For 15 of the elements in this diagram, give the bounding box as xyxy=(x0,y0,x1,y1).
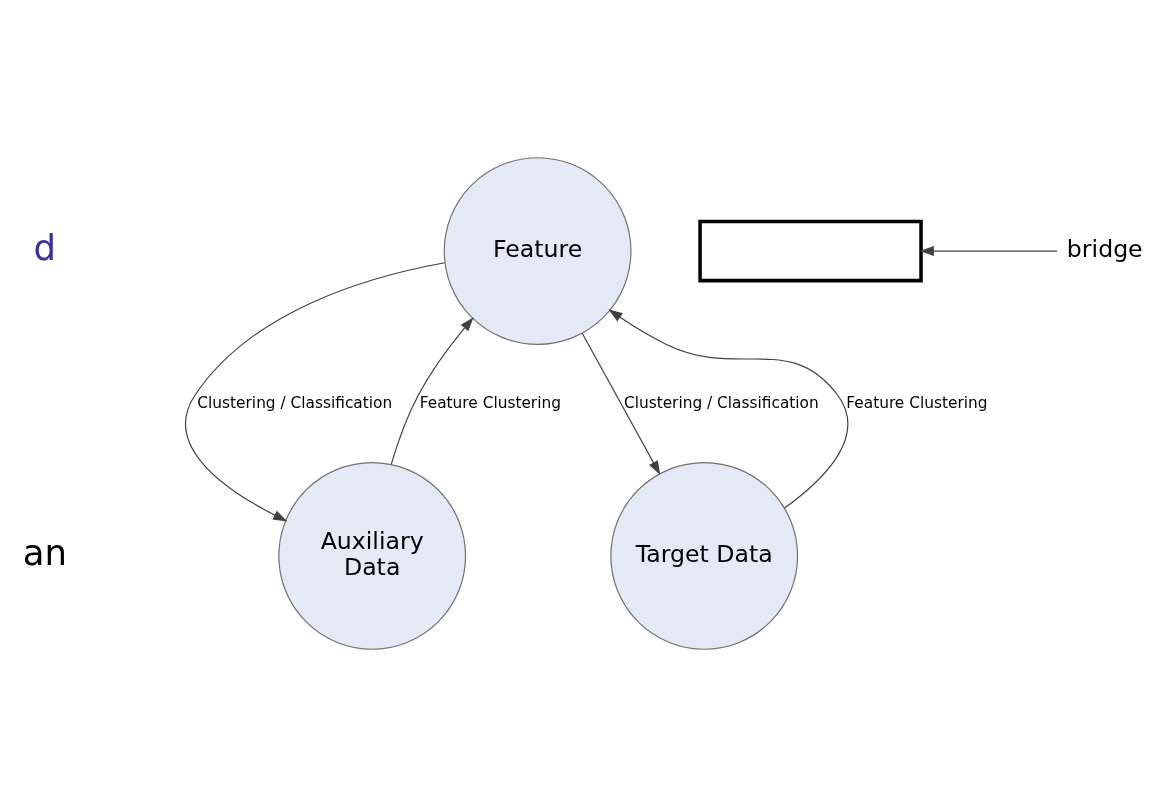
arrow xyxy=(919,245,1058,256)
edge-label: Feature Clustering xyxy=(419,393,561,412)
arrow xyxy=(581,332,661,475)
node-circle: Auxiliary Data xyxy=(278,461,467,650)
arrow xyxy=(608,308,849,509)
edge-label: Feature Clustering xyxy=(846,393,988,412)
arrow xyxy=(185,261,446,521)
label: d xyxy=(33,226,57,268)
node-text: bridge xyxy=(1066,234,1143,263)
label: an xyxy=(22,531,67,573)
edge-label: Clustering / Classification xyxy=(623,393,819,412)
node-box xyxy=(698,219,923,282)
node-circle: Feature xyxy=(443,156,632,345)
arrow xyxy=(390,316,474,465)
edge-label: Clustering / Classification xyxy=(197,393,393,412)
